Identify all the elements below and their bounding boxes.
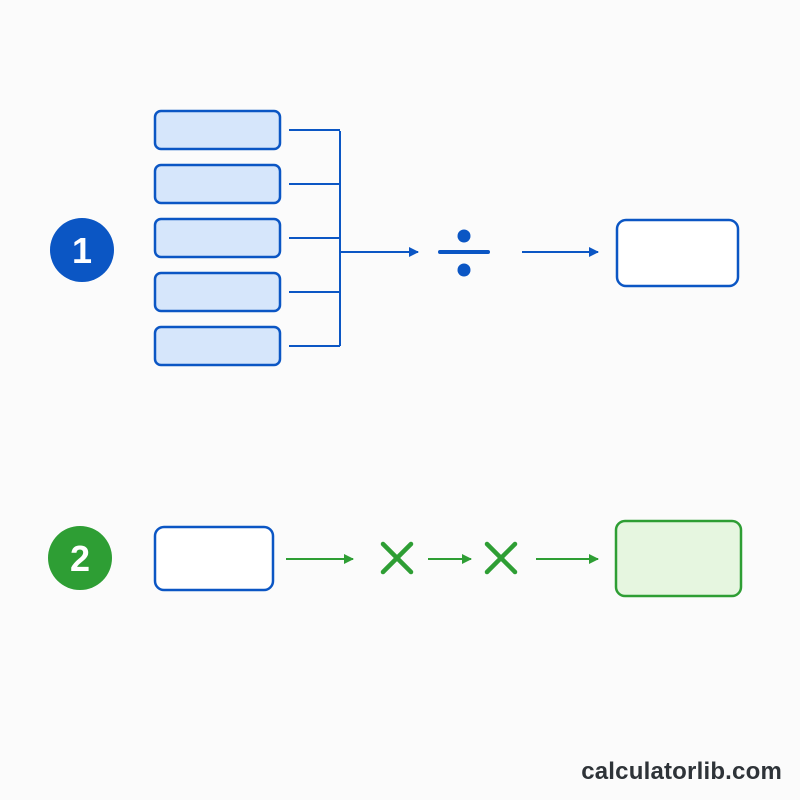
input-box [153,163,282,205]
watermark: calculatorlib.com [581,758,782,785]
input-box [153,271,282,313]
input-box [153,325,282,367]
step-1-badge [50,218,114,282]
step-1-row: 1 [50,109,740,367]
multiply-icon [380,541,414,575]
step-2-row: 2 [48,519,743,598]
step-2-number: 2 [70,538,90,579]
average-result-box [615,218,740,288]
step-2-input-box [153,525,275,592]
final-result-box [614,519,743,598]
input-box [153,217,282,259]
divide-icon [438,229,490,277]
multiply-icon [484,541,518,575]
step-2-badge [48,526,112,590]
input-boxes [153,109,340,367]
input-box [153,109,282,151]
step-1-number: 1 [72,230,92,271]
